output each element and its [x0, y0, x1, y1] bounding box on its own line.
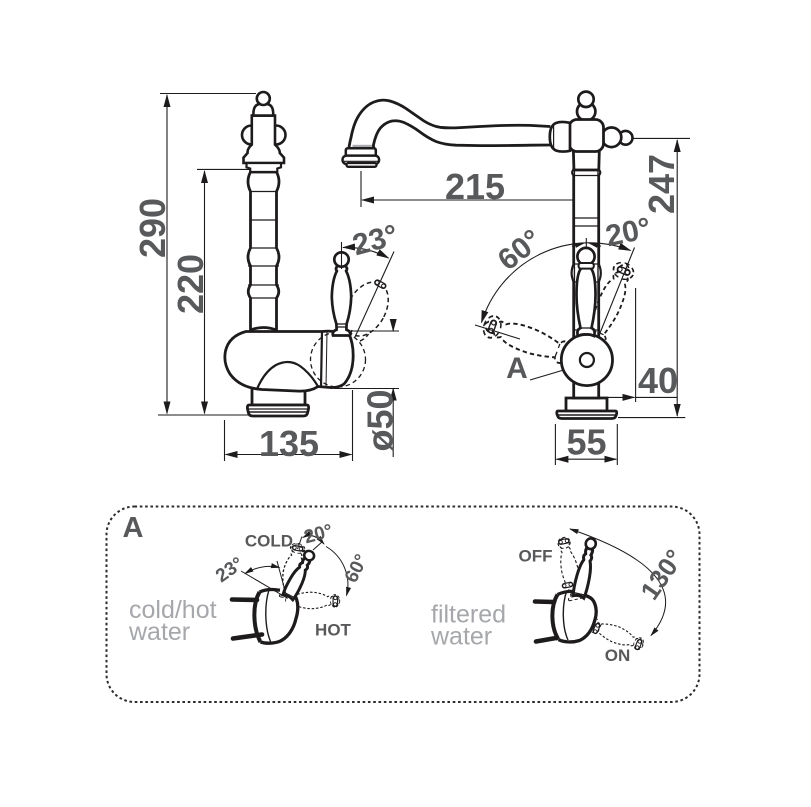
svg-text:ON: ON: [605, 646, 631, 665]
svg-text:OFF: OFF: [519, 547, 553, 566]
svg-text:COLD: COLD: [245, 532, 293, 551]
svg-text:water: water: [430, 623, 492, 651]
svg-text:water: water: [128, 618, 190, 646]
svg-text:cold/hot: cold/hot: [129, 596, 217, 624]
svg-text:215: 215: [445, 166, 505, 207]
svg-text:ø50: ø50: [360, 389, 401, 451]
svg-text:filtered: filtered: [431, 601, 506, 629]
svg-text:40: 40: [638, 360, 678, 401]
svg-text:247: 247: [641, 154, 682, 214]
svg-text:290: 290: [132, 198, 173, 258]
svg-text:A: A: [123, 512, 144, 544]
svg-text:220: 220: [170, 254, 211, 314]
svg-text:135: 135: [259, 423, 319, 464]
svg-text:55: 55: [566, 422, 606, 463]
svg-text:HOT: HOT: [315, 621, 352, 640]
svg-text:A: A: [506, 352, 528, 385]
